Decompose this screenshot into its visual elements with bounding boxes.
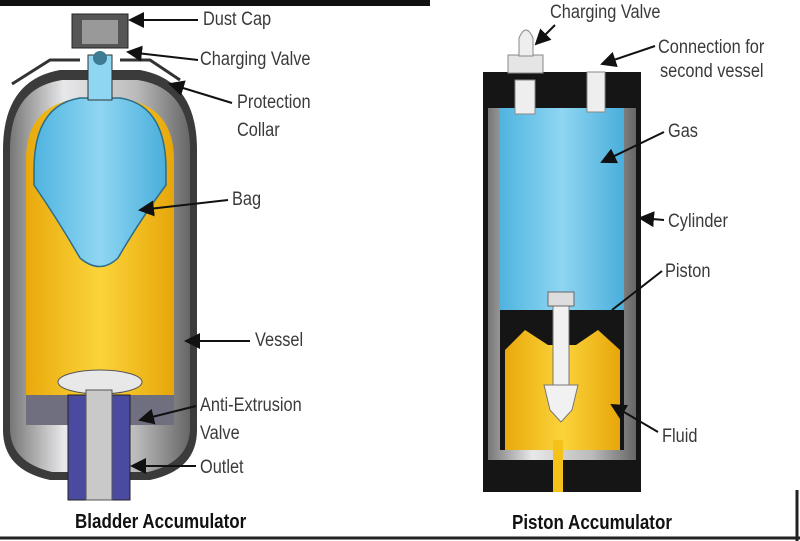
top-border — [0, 0, 430, 6]
label-outlet: Outlet — [200, 457, 244, 478]
label-dust-cap: Dust Cap — [203, 9, 272, 30]
charging-valve — [93, 51, 107, 65]
bladder-accumulator — [3, 13, 197, 501]
label-anti-extrusion: Anti-Extrusion — [200, 395, 302, 416]
fluid-port — [553, 440, 563, 492]
gas-chamber — [500, 108, 624, 311]
label-collar: Collar — [237, 120, 280, 141]
label-charging-valve: Charging Valve — [200, 49, 311, 70]
label-piston: Piston — [665, 261, 711, 282]
label-connection: Connection for — [658, 37, 765, 58]
label-gas: Gas — [668, 121, 698, 142]
label-second-vessel: second vessel — [660, 61, 764, 82]
charging-valve — [514, 79, 536, 115]
label-piston-charging-valve: Charging Valve — [550, 2, 661, 23]
leader-lines — [126, 12, 665, 474]
label-protection: Protection — [237, 92, 311, 113]
label-bag: Bag — [232, 189, 262, 210]
piston-accumulator — [483, 29, 641, 492]
bladder-title: Bladder Accumulator — [75, 511, 247, 533]
second-vessel-connection — [586, 71, 606, 113]
label-vessel: Vessel — [255, 330, 304, 351]
label-fluid: Fluid — [662, 426, 698, 447]
label-anti-extrusion-valve: Valve — [200, 423, 240, 444]
label-cylinder: Cylinder — [668, 211, 728, 232]
piston-rod — [552, 299, 570, 391]
piston-title: Piston Accumulator — [512, 512, 672, 534]
